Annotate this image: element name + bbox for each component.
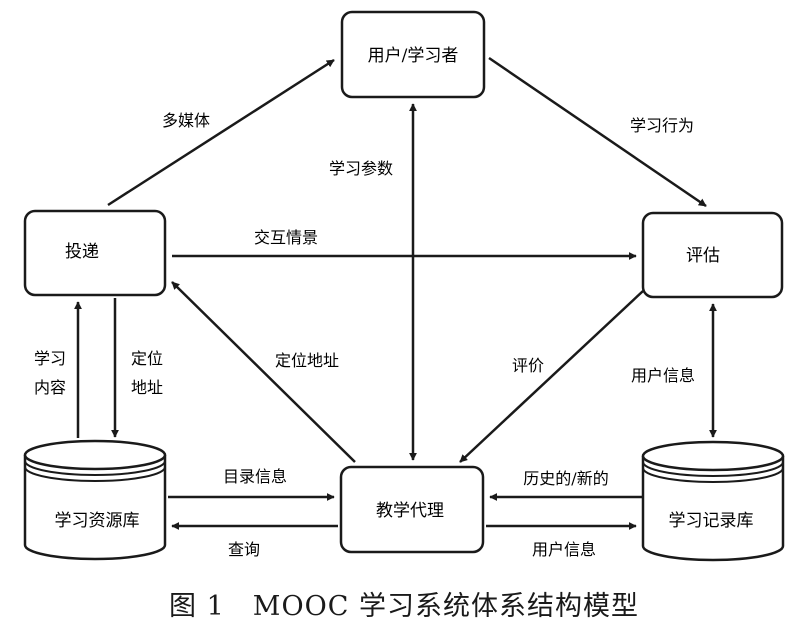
user-info-bottom-label: 用户信息 [532, 540, 596, 559]
teaching-agent-label: 教学代理 [376, 501, 444, 521]
delivery-box: 投递 [23, 209, 167, 297]
user-learner-box: 用户/学习者 [340, 10, 486, 99]
locate-addr-label-2: 地址 [131, 378, 163, 397]
evaluation-label: 评估 [686, 246, 720, 266]
figure-caption: 图 1 MOOC 学习系统体系结构模型 [169, 591, 639, 622]
teaching-agent-box: 教学代理 [339, 465, 485, 554]
user-info-right-label: 用户信息 [631, 366, 695, 385]
learning-resource-db-label: 学习资源库 [55, 511, 140, 531]
learning-resource-db: 学习资源库 [23, 439, 167, 561]
learning-record-db: 学习记录库 [641, 440, 785, 562]
locate-address-label: 定位地址 [275, 351, 339, 370]
query-label: 查询 [228, 540, 260, 559]
architecture-diagram: 用户/学习者 投递 评估 教学代理 学习资源库 学习记录库 [23, 10, 785, 562]
learning-record-db-label: 学习记录库 [669, 511, 754, 531]
delivery-label: 投递 [65, 242, 99, 262]
evaluate-arrow [459, 290, 644, 463]
interaction-label: 交互情景 [254, 228, 318, 247]
evaluation-box: 评估 [641, 211, 784, 299]
locate-addr-label-1: 定位 [131, 349, 163, 368]
learning-params-label: 学习参数 [329, 159, 393, 178]
evaluate-label: 评价 [512, 356, 544, 375]
user-learner-label: 用户/学习者 [368, 46, 459, 66]
learning-content-label-1: 学习 [34, 349, 66, 368]
learning-content-label-2: 内容 [34, 378, 66, 397]
multimedia-label: 多媒体 [162, 111, 210, 130]
learning-behavior-arrow [488, 56, 707, 208]
locate-address-arrow [171, 281, 356, 463]
history-new-label: 历史的/新的 [523, 469, 608, 488]
catalog-info-label: 目录信息 [223, 467, 287, 486]
multimedia-arrow [107, 58, 335, 207]
learning-behavior-label: 学习行为 [630, 116, 694, 135]
